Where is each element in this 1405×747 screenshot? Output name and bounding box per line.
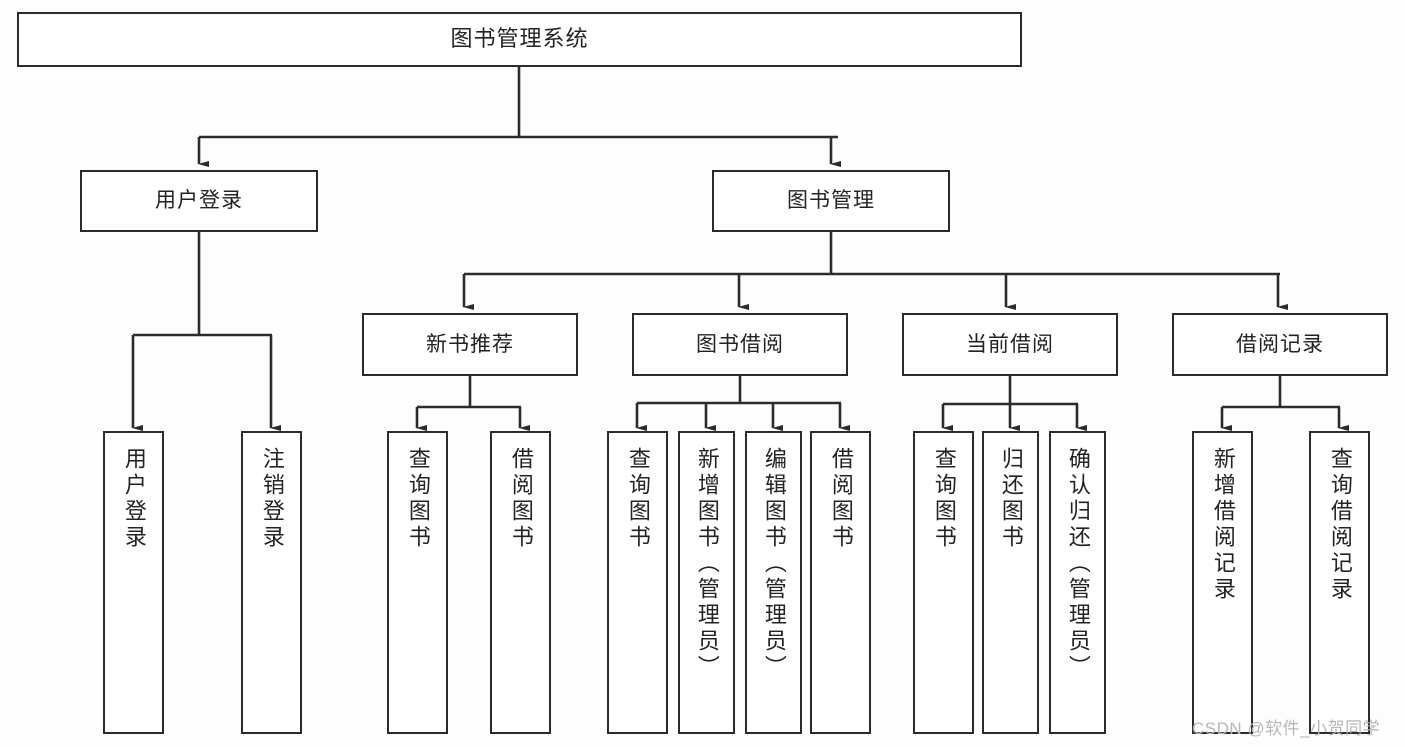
node-label: 图书借阅: [696, 332, 784, 356]
node-leaf-query-book-current[interactable]: 查询图书: [913, 431, 974, 734]
node-leaf-query-borrow-record[interactable]: 查询借阅记录: [1309, 431, 1370, 734]
node-leaf-borrow-book-borrow[interactable]: 借阅图书: [810, 431, 871, 734]
node-label: 查询图书: [931, 447, 957, 551]
node-label: 新书推荐: [426, 332, 514, 356]
node-label: 归还图书: [998, 447, 1024, 551]
node-label: 查询图书: [405, 447, 431, 551]
node-book-management[interactable]: 图书管理: [712, 170, 950, 232]
node-label: 确认归还（管理员）: [1065, 447, 1091, 681]
node-leaf-query-book-borrow[interactable]: 查询图书: [607, 431, 668, 734]
csdn-watermark: CSDN @软件_小贺同学: [1192, 719, 1381, 738]
node-borrow-record[interactable]: 借阅记录: [1172, 313, 1388, 376]
node-current-borrow[interactable]: 当前借阅: [902, 313, 1118, 376]
node-new-book-recommend[interactable]: 新书推荐: [362, 313, 578, 376]
node-leaf-user-login[interactable]: 用户登录: [103, 431, 164, 734]
node-label: 图书管理系统: [450, 26, 589, 52]
node-label: 借阅图书: [828, 447, 854, 551]
node-leaf-borrow-book-recommend[interactable]: 借阅图书: [490, 431, 551, 734]
node-leaf-add-book-admin[interactable]: 新增图书（管理员）: [678, 431, 735, 734]
node-leaf-logout-login[interactable]: 注销登录: [241, 431, 302, 734]
node-label: 编辑图书（管理员）: [761, 447, 787, 681]
node-label: 用户登录: [155, 189, 243, 213]
node-book-management-system[interactable]: 图书管理系统: [17, 12, 1022, 67]
node-leaf-query-book-recommend[interactable]: 查询图书: [387, 431, 448, 734]
node-book-borrow[interactable]: 图书借阅: [632, 313, 848, 376]
node-user-login[interactable]: 用户登录: [80, 170, 318, 232]
node-label: 查询借阅记录: [1327, 447, 1353, 603]
node-leaf-confirm-return-admin[interactable]: 确认归还（管理员）: [1049, 431, 1106, 734]
node-leaf-edit-book-admin[interactable]: 编辑图书（管理员）: [745, 431, 802, 734]
node-label: 图书管理: [787, 189, 875, 213]
node-leaf-add-borrow-record[interactable]: 新增借阅记录: [1192, 431, 1253, 734]
node-label: 新增借阅记录: [1210, 447, 1236, 603]
node-label: 查询图书: [625, 447, 651, 551]
node-label: 用户登录: [121, 447, 147, 551]
node-label: 借阅记录: [1236, 332, 1324, 356]
node-label: 注销登录: [259, 447, 285, 551]
node-label: 当前借阅: [966, 332, 1054, 356]
node-label: 新增图书（管理员）: [694, 447, 720, 681]
node-leaf-return-book[interactable]: 归还图书: [982, 431, 1039, 734]
node-label: 借阅图书: [508, 447, 534, 551]
